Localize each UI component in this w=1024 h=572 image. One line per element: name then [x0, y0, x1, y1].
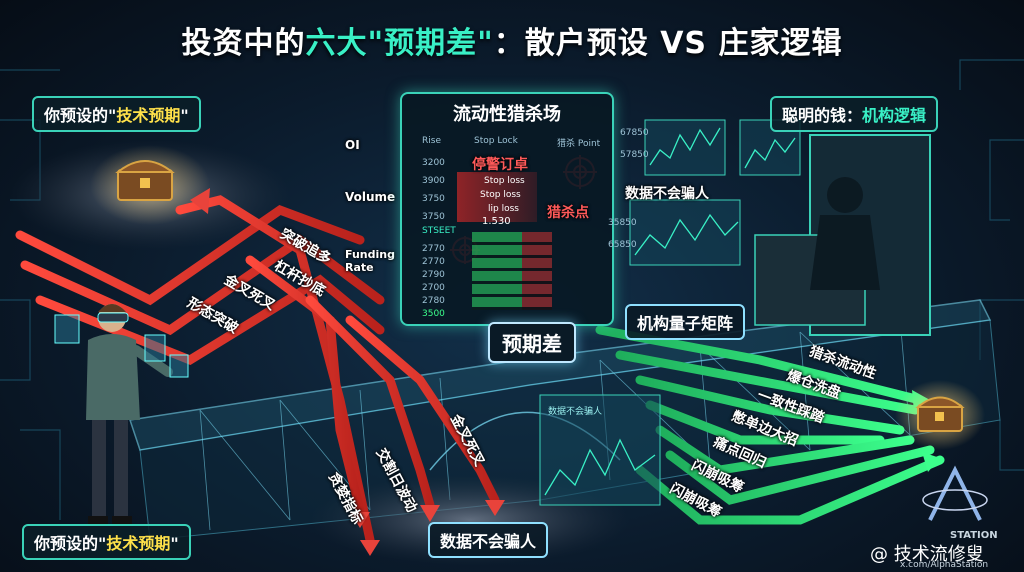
left-treasure-chest-icon	[115, 160, 175, 201]
chart-number: 65850	[608, 240, 637, 250]
tag-highlight: 机构逻辑	[862, 106, 927, 125]
tag-highlight: 技术预期	[106, 534, 171, 553]
expectation-gap-label: 预期差	[488, 322, 576, 363]
lower-row: 2780	[422, 296, 445, 306]
station-logo-icon	[922, 465, 988, 521]
right-chart-screens	[539, 119, 801, 506]
institution-green-arrows	[595, 325, 945, 525]
title-highlight: 六大"预期差"	[305, 26, 494, 61]
hunt-point-label: 猎杀点	[547, 205, 589, 221]
funding-label: Funding Rate	[345, 248, 395, 274]
row-price: 3750	[422, 194, 445, 204]
chart-number: 35850	[608, 218, 637, 228]
institution-server-rack	[754, 134, 931, 336]
panel-title: 流动性猎杀场	[453, 104, 561, 125]
col-stop: Stop Lock	[474, 136, 518, 146]
oi-label: OI	[345, 138, 360, 152]
row-price: 3200	[422, 158, 445, 168]
street-label: STSEET	[422, 226, 456, 236]
lower-row: 3500	[422, 309, 445, 319]
mid-value: 1.530	[482, 216, 511, 227]
lower-row: 2790	[422, 270, 445, 280]
tag-text: 聪明的钱：	[782, 106, 863, 125]
holo-screens	[54, 314, 189, 378]
stop-label: Stop loss	[484, 176, 525, 186]
volume-label: Volume	[345, 190, 396, 204]
tag-highlight: 技术预期	[116, 106, 181, 125]
stop-order-label: 停警订卓	[472, 157, 528, 173]
chart-number: 67850	[620, 128, 649, 138]
left-top-tag: 你预设的"技术预期"	[32, 96, 201, 132]
row-price: 3900	[422, 176, 445, 186]
stop-label: lip loss	[488, 204, 519, 214]
data-no-lie-top: 数据不会骗人	[625, 186, 709, 202]
row-price: 3750	[422, 212, 445, 222]
col-point: 猎杀 Point	[557, 139, 601, 149]
watermark-logo-text: STATION	[950, 530, 998, 541]
title-prefix: 投资中的	[181, 26, 306, 61]
lower-row: 2700	[422, 283, 445, 293]
institution-matrix-label: 机构量子矩阵	[625, 304, 746, 340]
data-no-lie-bottom: 数据不会骗人	[428, 522, 549, 558]
lower-row: 2770	[422, 244, 445, 254]
left-bottom-tag: 你预设的"技术预期"	[22, 524, 191, 560]
tag-text: 你预设的"	[44, 106, 117, 125]
right-top-tag: 聪明的钱：机构逻辑	[770, 96, 939, 132]
col-rise: Rise	[422, 136, 441, 146]
watermark-url: x.com/AlphaStation	[900, 560, 989, 570]
chart-sparklines	[544, 127, 796, 496]
tag-text: "	[170, 534, 179, 553]
title-suffix: ：散户预设 VS 庄家逻辑	[493, 26, 843, 61]
tag-text: 你预设的"	[34, 534, 107, 553]
watermark-handle: @ 技术流修叟	[870, 544, 984, 565]
stop-zone	[457, 172, 537, 222]
liquidity-hunt-panel: 流动性猎杀场 Rise Stop Lock 猎杀 Point 3200 3900…	[400, 92, 614, 326]
chart-number: 57850	[620, 150, 649, 160]
red-arrowheads	[190, 188, 505, 556]
page-title: 投资中的六大"预期差"：散户预设 VS 庄家逻辑	[0, 18, 1024, 62]
right-treasure-chest-icon	[915, 396, 965, 432]
buy-column	[472, 232, 522, 310]
stop-label: Stop loss	[480, 190, 521, 200]
data-screen-caption: 数据不会骗人	[548, 407, 603, 417]
lower-row: 2770	[422, 257, 445, 267]
sell-column	[522, 232, 552, 310]
tag-text: "	[180, 106, 189, 125]
